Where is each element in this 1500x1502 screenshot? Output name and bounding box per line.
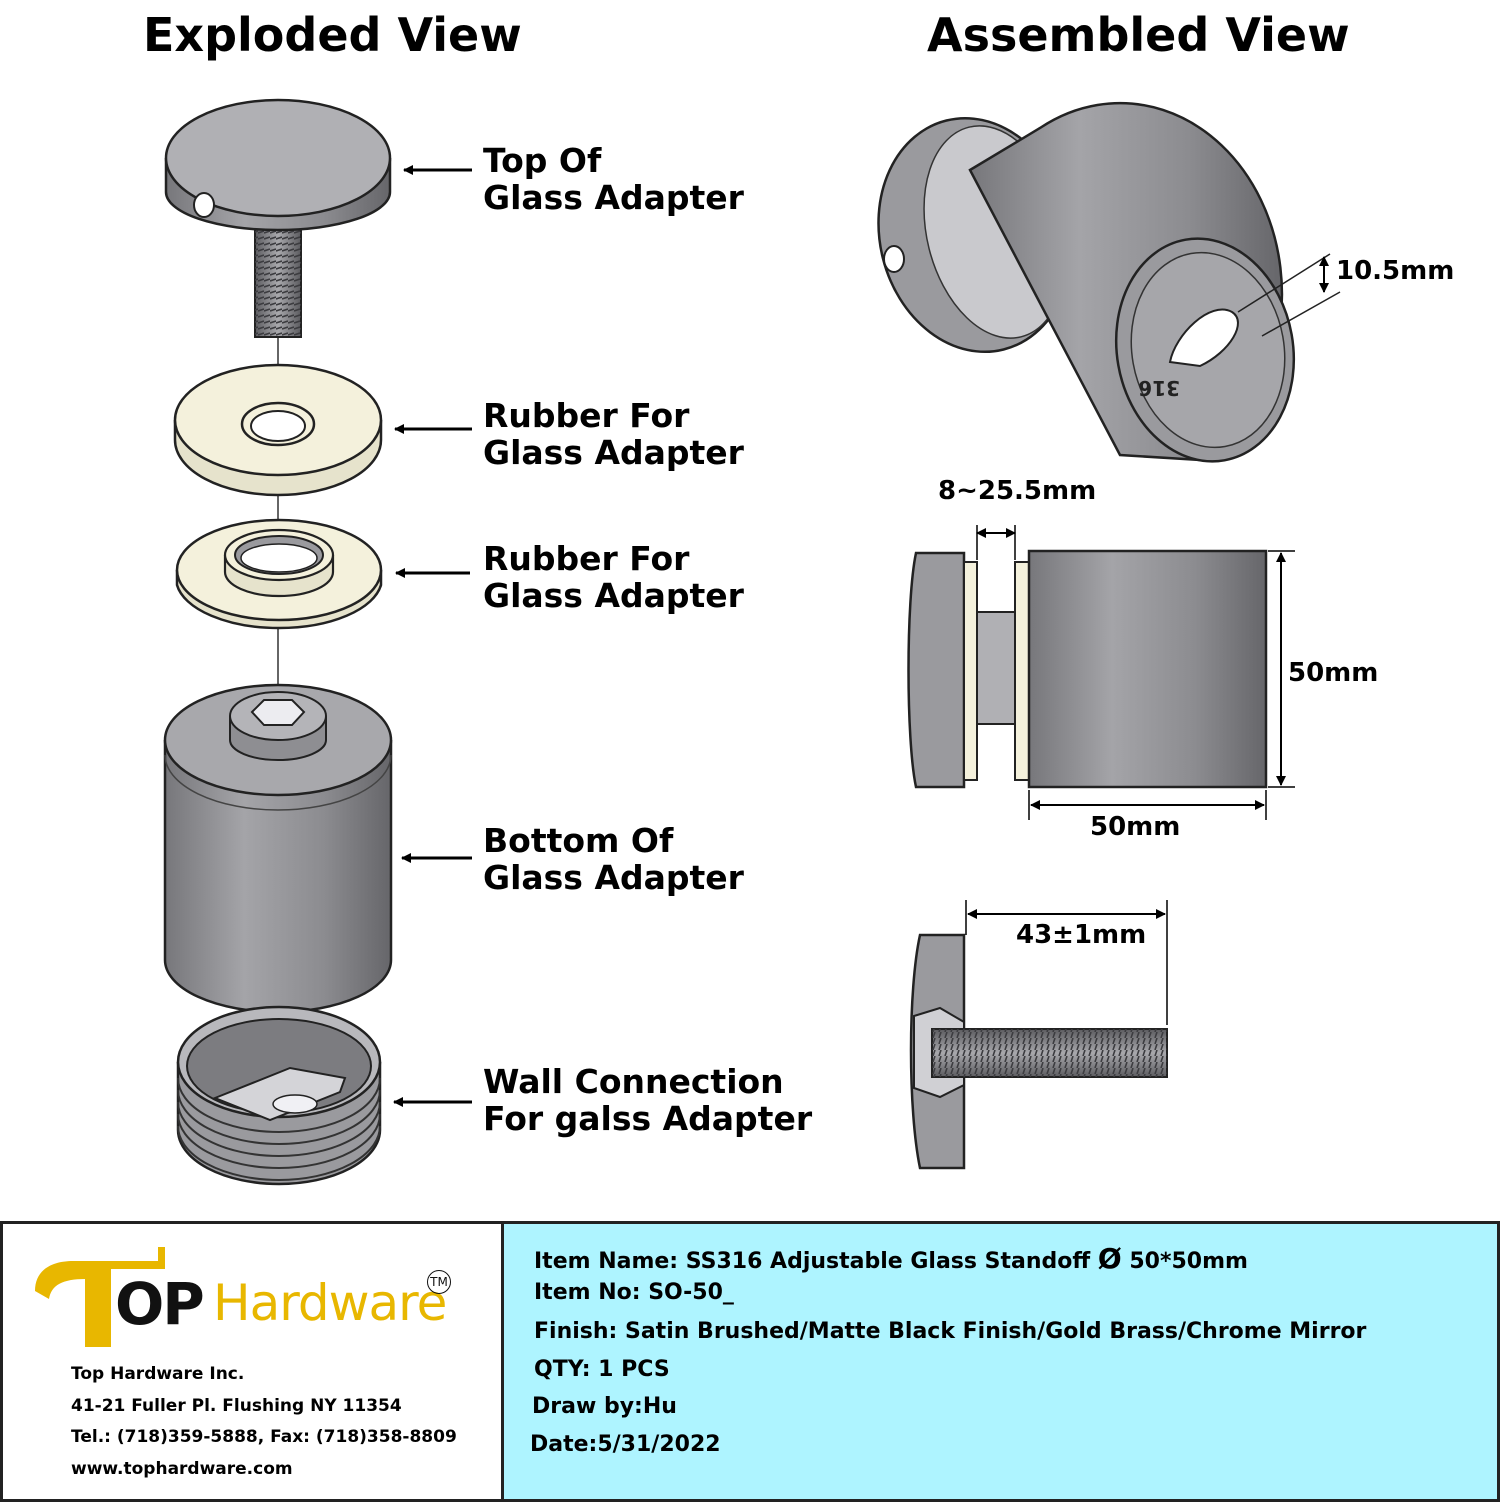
assembled-3d-standoff: 316 — [877, 101, 1341, 463]
bolt-side-view — [909, 900, 1168, 1170]
item-info-cell: Item Name: SS316 Adjustable Glass Stando… — [501, 1221, 1500, 1502]
item-finish: Finish: Satin Brushed/Matte Black Finish… — [534, 1319, 1367, 1344]
trademark-badge: TM — [427, 1270, 451, 1294]
logo-op-text: OP — [115, 1270, 205, 1338]
part-leader-arrows — [393, 165, 472, 1107]
dim-slot-width: 10.5mm — [1336, 256, 1455, 286]
dim-adjust-range: 8~25.5mm — [938, 476, 1097, 506]
company-address: 41-21 Fuller Pl. Flushing NY 11354 — [71, 1396, 402, 1416]
assembled-view-heading: Assembled View — [927, 8, 1350, 62]
item-name: Item Name: SS316 Adjustable Glass Stando… — [534, 1242, 1248, 1275]
company-phone-fax: Tel.: (718)359-5888, Fax: (718)358-8809 — [71, 1427, 457, 1447]
rubber-washer-1 — [173, 363, 383, 497]
item-number: Item No: SO-50_ — [534, 1280, 734, 1305]
technical-drawing: 316 — [163, 98, 1341, 1186]
company-name: Top Hardware Inc. — [71, 1364, 245, 1384]
exploded-view-heading: Exploded View — [143, 8, 522, 62]
drawn-by: Draw by:Hu — [532, 1394, 677, 1419]
item-qty: QTY: 1 PCS — [534, 1357, 670, 1382]
top-cap-part — [164, 98, 392, 338]
dim-height: 50mm — [1288, 658, 1379, 688]
cap-side-hole — [193, 192, 215, 218]
company-cell: OP Hardware TM Top Hardware Inc. 41-21 F… — [0, 1221, 501, 1502]
title-block: OP Hardware TM Top Hardware Inc. 41-21 F… — [0, 1221, 1500, 1502]
side-view-standoff — [907, 525, 1295, 820]
engraving-316: 316 — [1138, 376, 1180, 400]
company-website[interactable]: www.tophardware.com — [71, 1459, 293, 1479]
bottom-adapter-part — [163, 683, 393, 1014]
dim-length: 50mm — [1090, 812, 1181, 842]
dim-bolt-length: 43±1mm — [1016, 920, 1147, 950]
logo-hardware-text: Hardware — [213, 1274, 447, 1332]
logo-t-mark — [35, 1247, 165, 1347]
draw-date: Date:5/31/2022 — [530, 1432, 721, 1457]
wall-connection-part — [176, 1005, 382, 1186]
rubber-washer-2 — [175, 518, 383, 630]
